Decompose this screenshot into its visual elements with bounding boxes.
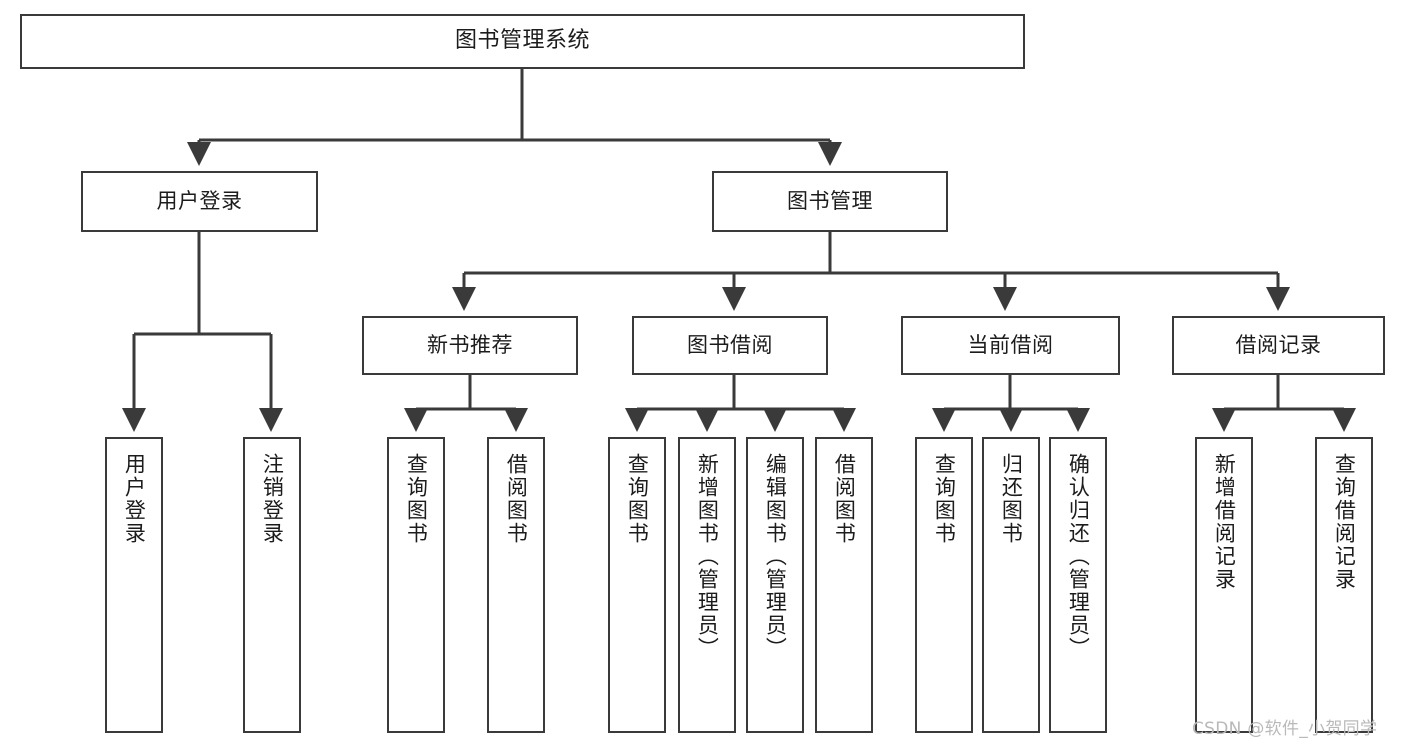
node-label: 当前借阅 <box>967 332 1054 357</box>
node-label: 新增图书（管理员） <box>695 453 720 660</box>
node-book-borrow[interactable]: 图书借阅 <box>632 316 828 375</box>
node-leaf-borrow-book[interactable]: 借阅图书 <box>815 437 873 733</box>
node-leaf-user-login[interactable]: 用户登录 <box>105 437 163 733</box>
node-root-system[interactable]: 图书管理系统 <box>20 14 1025 69</box>
node-leaf-query-book-borrow[interactable]: 查询图书 <box>608 437 666 733</box>
node-label: 查询图书 <box>932 453 957 545</box>
node-new-book-recommend[interactable]: 新书推荐 <box>362 316 578 375</box>
node-label: 借阅图书 <box>832 453 857 545</box>
node-label: 图书借阅 <box>687 332 773 357</box>
node-label: 借阅记录 <box>1235 332 1322 357</box>
node-user-login[interactable]: 用户登录 <box>81 171 318 232</box>
node-leaf-borrow-book-recommend[interactable]: 借阅图书 <box>487 437 545 733</box>
node-label: 归还图书 <box>999 453 1024 545</box>
node-leaf-query-borrow-record[interactable]: 查询借阅记录 <box>1315 437 1373 733</box>
node-label: 查询借阅记录 <box>1332 453 1357 591</box>
node-label: 图书管理 <box>787 188 873 213</box>
node-current-borrow[interactable]: 当前借阅 <box>901 316 1120 375</box>
node-leaf-query-book-recommend[interactable]: 查询图书 <box>387 437 445 733</box>
node-label: 新增借阅记录 <box>1212 453 1237 591</box>
node-leaf-edit-book-admin[interactable]: 编辑图书（管理员） <box>746 437 804 733</box>
node-label: 查询图书 <box>625 453 650 545</box>
node-leaf-user-logout[interactable]: 注销登录 <box>243 437 301 733</box>
node-leaf-confirm-return-admin[interactable]: 确认归还（管理员） <box>1049 437 1107 733</box>
node-label: 新书推荐 <box>427 332 513 357</box>
node-leaf-add-borrow-record[interactable]: 新增借阅记录 <box>1195 437 1253 733</box>
node-leaf-add-book-admin[interactable]: 新增图书（管理员） <box>678 437 736 733</box>
node-label: 查询图书 <box>404 453 429 545</box>
node-book-management[interactable]: 图书管理 <box>712 171 948 232</box>
node-label: 用户登录 <box>156 188 243 213</box>
node-label: 编辑图书（管理员） <box>763 453 788 660</box>
node-label: 用户登录 <box>122 453 147 545</box>
node-label: 注销登录 <box>260 453 285 545</box>
node-leaf-query-book-current[interactable]: 查询图书 <box>915 437 973 733</box>
node-label: 图书管理系统 <box>454 28 590 54</box>
node-label: 确认归还（管理员） <box>1066 453 1091 660</box>
node-borrow-record[interactable]: 借阅记录 <box>1172 316 1385 375</box>
node-label: 借阅图书 <box>504 453 529 545</box>
node-leaf-return-book[interactable]: 归还图书 <box>982 437 1040 733</box>
